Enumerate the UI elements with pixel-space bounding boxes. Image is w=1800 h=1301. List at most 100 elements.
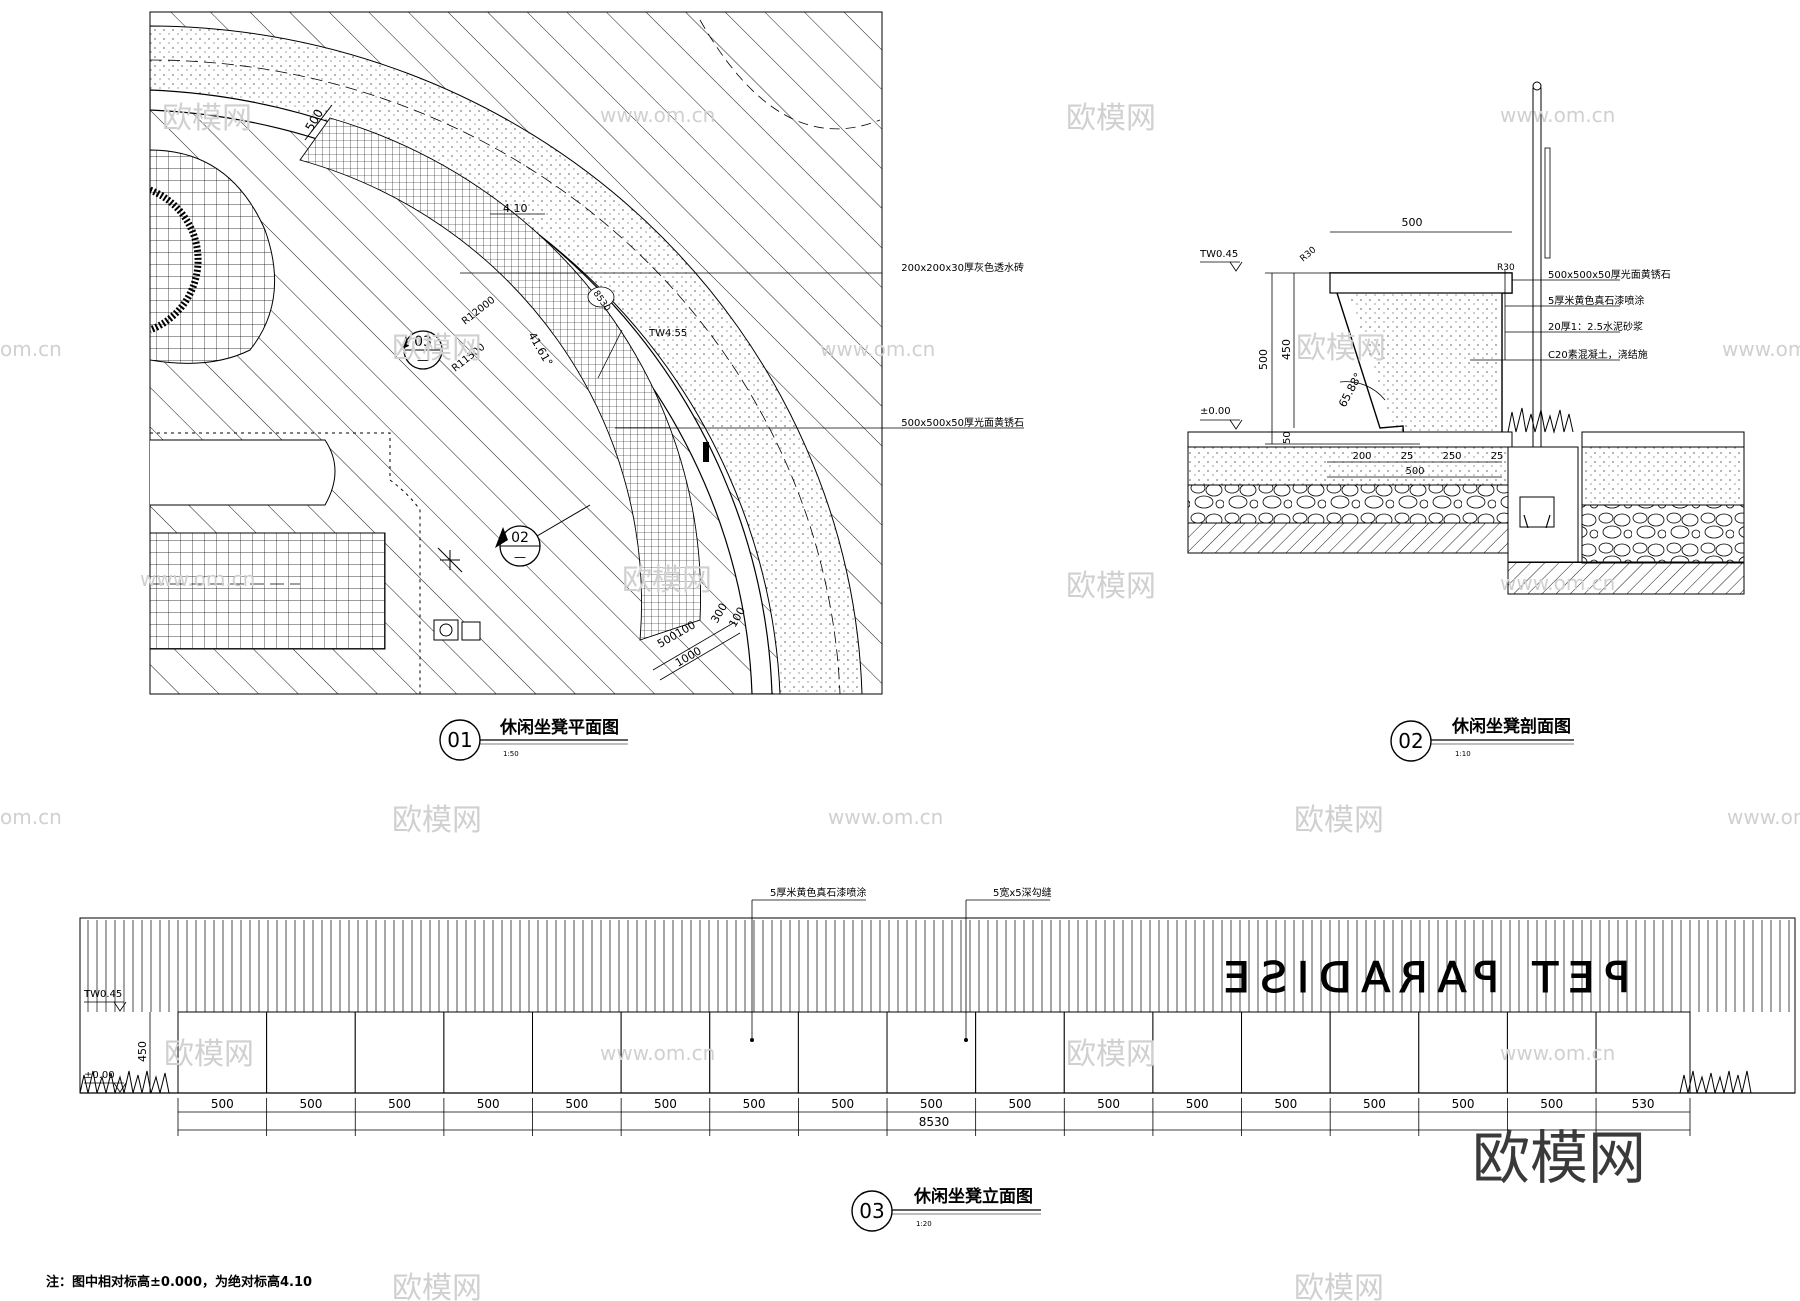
- marker-bar: [703, 442, 709, 462]
- wall-grooves: [87, 920, 1790, 1012]
- lamp-icon: [437, 547, 463, 573]
- road-centerline: [150, 59, 841, 694]
- section-d25b: 25: [1491, 451, 1504, 462]
- svg-text:欧模网: 欧模网: [1066, 1037, 1156, 1072]
- brand-logo: 欧模网: [1472, 1124, 1646, 1192]
- bench-panel: [1152, 1011, 1243, 1094]
- svg-text:—: —: [417, 353, 429, 367]
- bench-concrete: [1348, 293, 1500, 444]
- svg-text:www.om.cn: www.om.cn: [1722, 337, 1800, 361]
- plan-elev-410: 4.10: [503, 202, 528, 215]
- elev-segment-dim: 500: [565, 1097, 588, 1111]
- pet-paradise-sign: PET PARADISE: [1214, 953, 1630, 1002]
- svg-text:欧模网: 欧模网: [392, 1271, 482, 1301]
- svg-text:03: 03: [414, 334, 432, 350]
- elev-segment-dim: 530: [1632, 1097, 1655, 1111]
- svg-text:欧模网: 欧模网: [162, 101, 252, 136]
- plan-number: 01: [447, 728, 472, 752]
- plan-title-block: 01 休闲坐凳平面图 1:50: [439, 717, 628, 761]
- bench-panel: [886, 1011, 977, 1094]
- bench-cap: [1329, 272, 1513, 294]
- section-zero: ±0.00: [1200, 406, 1231, 417]
- soil-layer: [1187, 522, 1513, 554]
- svg-text:欧模网: 欧模网: [392, 331, 482, 366]
- plan-note-paver: 200x200x30厚灰色透水砖: [901, 261, 1024, 274]
- section-title-block: 02 休闲坐凳剖面图 1:10: [1390, 716, 1574, 762]
- bench-panel: [532, 1011, 622, 1094]
- elev-segment-dim: 500: [654, 1097, 677, 1111]
- svg-text:www.om.cn: www.om.cn: [600, 103, 715, 127]
- elev-segment-dim: 500: [831, 1097, 854, 1111]
- bench-panel: [797, 1011, 888, 1094]
- elev-segment-dim: 500: [1009, 1097, 1032, 1111]
- section-h500: 500: [1257, 349, 1270, 370]
- elev-note-groove: 5宽x5深勾缝: [993, 886, 1052, 899]
- section-top-width: 500: [1402, 216, 1423, 229]
- elev-segment-dim: 500: [299, 1097, 322, 1111]
- section-angle: 65.88°: [1336, 371, 1365, 410]
- grid-plaza-pattern: [150, 533, 385, 649]
- svg-text:www.om.cn: www.om.cn: [140, 567, 255, 591]
- svg-text:欧模网: 欧模网: [1294, 1271, 1384, 1301]
- section-r30-left: R30: [1299, 245, 1319, 264]
- svg-text:欧模网: 欧模网: [1066, 101, 1156, 136]
- callout-02: 02 —: [495, 504, 591, 567]
- section-number: 02: [1398, 729, 1423, 753]
- bench-panel: [975, 1011, 1065, 1094]
- svg-text:www.om.cn: www.om.cn: [820, 337, 935, 361]
- planting-bed-grid: [150, 150, 275, 364]
- elev-segment-dim: 500: [477, 1097, 500, 1111]
- elev-segment-dim: 500: [1274, 1097, 1297, 1111]
- bench-panel: [354, 1011, 445, 1094]
- svg-text:欧模网: 欧模网: [1294, 803, 1384, 838]
- svg-text:om.cn: om.cn: [0, 337, 62, 361]
- section-d200: 200: [1352, 451, 1371, 462]
- svg-text:www.om.cn: www.om.cn: [1500, 1041, 1615, 1065]
- bench-panel: [620, 1011, 711, 1094]
- section-d500: 500: [1405, 466, 1424, 477]
- dashed-curve: [699, 19, 881, 130]
- callout-03: 03 —: [400, 330, 443, 370]
- section-d25a: 25: [1401, 451, 1414, 462]
- svg-text:欧模网: 欧模网: [392, 803, 482, 838]
- elev-tw: TW0.45: [83, 989, 122, 1000]
- elev-segment-dim: 500: [1540, 1097, 1563, 1111]
- svg-text:www.om.cn: www.om.cn: [828, 805, 943, 829]
- svg-text:欧模网: 欧模网: [1066, 569, 1156, 604]
- svg-text:www.om.cn: www.om.cn: [1500, 571, 1615, 595]
- bench-panel: [443, 1011, 534, 1094]
- base-layer: [1187, 446, 1513, 486]
- bench-panel: [1418, 1011, 1508, 1094]
- svg-text:欧模网: 欧模网: [164, 1037, 254, 1072]
- planting-ring: [150, 186, 202, 334]
- svg-text:02: 02: [511, 530, 529, 546]
- elev-total: 8530: [919, 1115, 950, 1129]
- section-tw: TW0.45: [1199, 249, 1238, 260]
- bench-panel: [177, 1011, 268, 1094]
- svg-text:www.om.cn: www.om.cn: [1500, 103, 1615, 127]
- section-scale: 1:10: [1455, 750, 1471, 758]
- svg-text:www.om.cn: www.om.cn: [1727, 805, 1800, 829]
- section-note-1: 500x500x50厚光面黄锈石: [1548, 268, 1671, 281]
- elevation-number: 03: [859, 1199, 884, 1223]
- bin-icon-2: [461, 621, 481, 641]
- elevation-view: PET PARADISE TW0.45 ±0.00 450 5厚米黄色真石漆喷涂…: [79, 886, 1796, 1232]
- elev-segment-dim: 500: [211, 1097, 234, 1111]
- elevation-title: 休闲坐凳立面图: [913, 1186, 1033, 1207]
- section-note-2: 5厚米黄色真石漆喷涂: [1548, 294, 1644, 307]
- path-loop: [150, 439, 336, 506]
- section-d250: 250: [1442, 451, 1461, 462]
- section-view: 500 450 50 TW0.45 ±0.00 65.88° 500 R30 R…: [1187, 81, 1745, 762]
- elevation-title-block: 03 休闲坐凳立面图 1:20: [851, 1186, 1041, 1232]
- elev-segment-dim: 500: [743, 1097, 766, 1111]
- elev-segment-dim: 500: [1363, 1097, 1386, 1111]
- section-h50: 50: [1282, 431, 1293, 444]
- arc-road-texture: [150, 26, 862, 694]
- bin-icon: [433, 619, 459, 641]
- section-note-3: 20厚1：2.5水泥砂浆: [1548, 320, 1643, 333]
- bench-panel: [1329, 1011, 1420, 1094]
- elev-segment-dim: 500: [1452, 1097, 1475, 1111]
- plan-title: 休闲坐凳平面图: [499, 717, 619, 738]
- section-h450: 450: [1280, 339, 1293, 360]
